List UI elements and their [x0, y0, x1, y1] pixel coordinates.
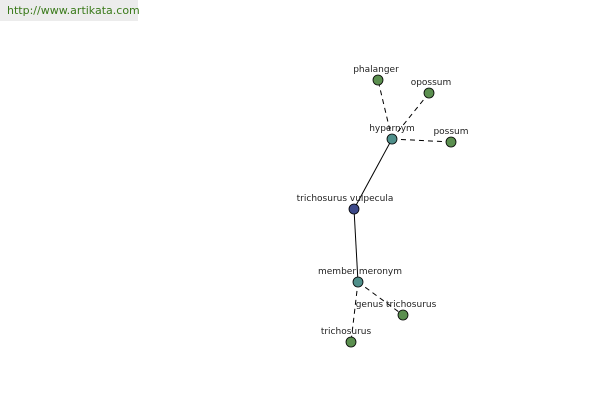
node-possum[interactable]	[445, 136, 457, 148]
node-label-phalanger: phalanger	[353, 65, 399, 75]
edge-hypernym-opossum	[391, 92, 430, 140]
edge-meronym-genus	[357, 281, 404, 316]
url-banner: http://www.artikata.com	[0, 0, 140, 21]
node-meronym[interactable]	[352, 276, 364, 288]
edge-center-meronym	[353, 208, 359, 283]
node-label-hypernym: hypernym	[369, 124, 415, 134]
node-phalanger[interactable]	[372, 74, 384, 86]
node-opossum[interactable]	[423, 87, 435, 99]
node-genus[interactable]	[397, 309, 409, 321]
edge-center-hypernym	[353, 138, 393, 210]
node-trichosurus[interactable]	[345, 336, 357, 348]
node-label-opossum: opossum	[411, 78, 452, 88]
node-label-meronym: member meronym	[318, 267, 402, 277]
edge-hypernym-phalanger	[377, 79, 393, 140]
edge-meronym-trichosurus	[350, 281, 359, 343]
node-center[interactable]	[348, 203, 360, 215]
node-label-trichosurus: trichosurus	[321, 327, 372, 337]
node-label-genus: genus trichosurus	[356, 300, 437, 310]
edge-hypernym-possum	[391, 138, 452, 143]
site-url-link[interactable]: http://www.artikata.com	[7, 4, 140, 17]
node-hypernym[interactable]	[386, 133, 398, 145]
node-label-center: trichosurus vulpecula	[297, 194, 394, 204]
node-label-possum: possum	[433, 127, 468, 137]
